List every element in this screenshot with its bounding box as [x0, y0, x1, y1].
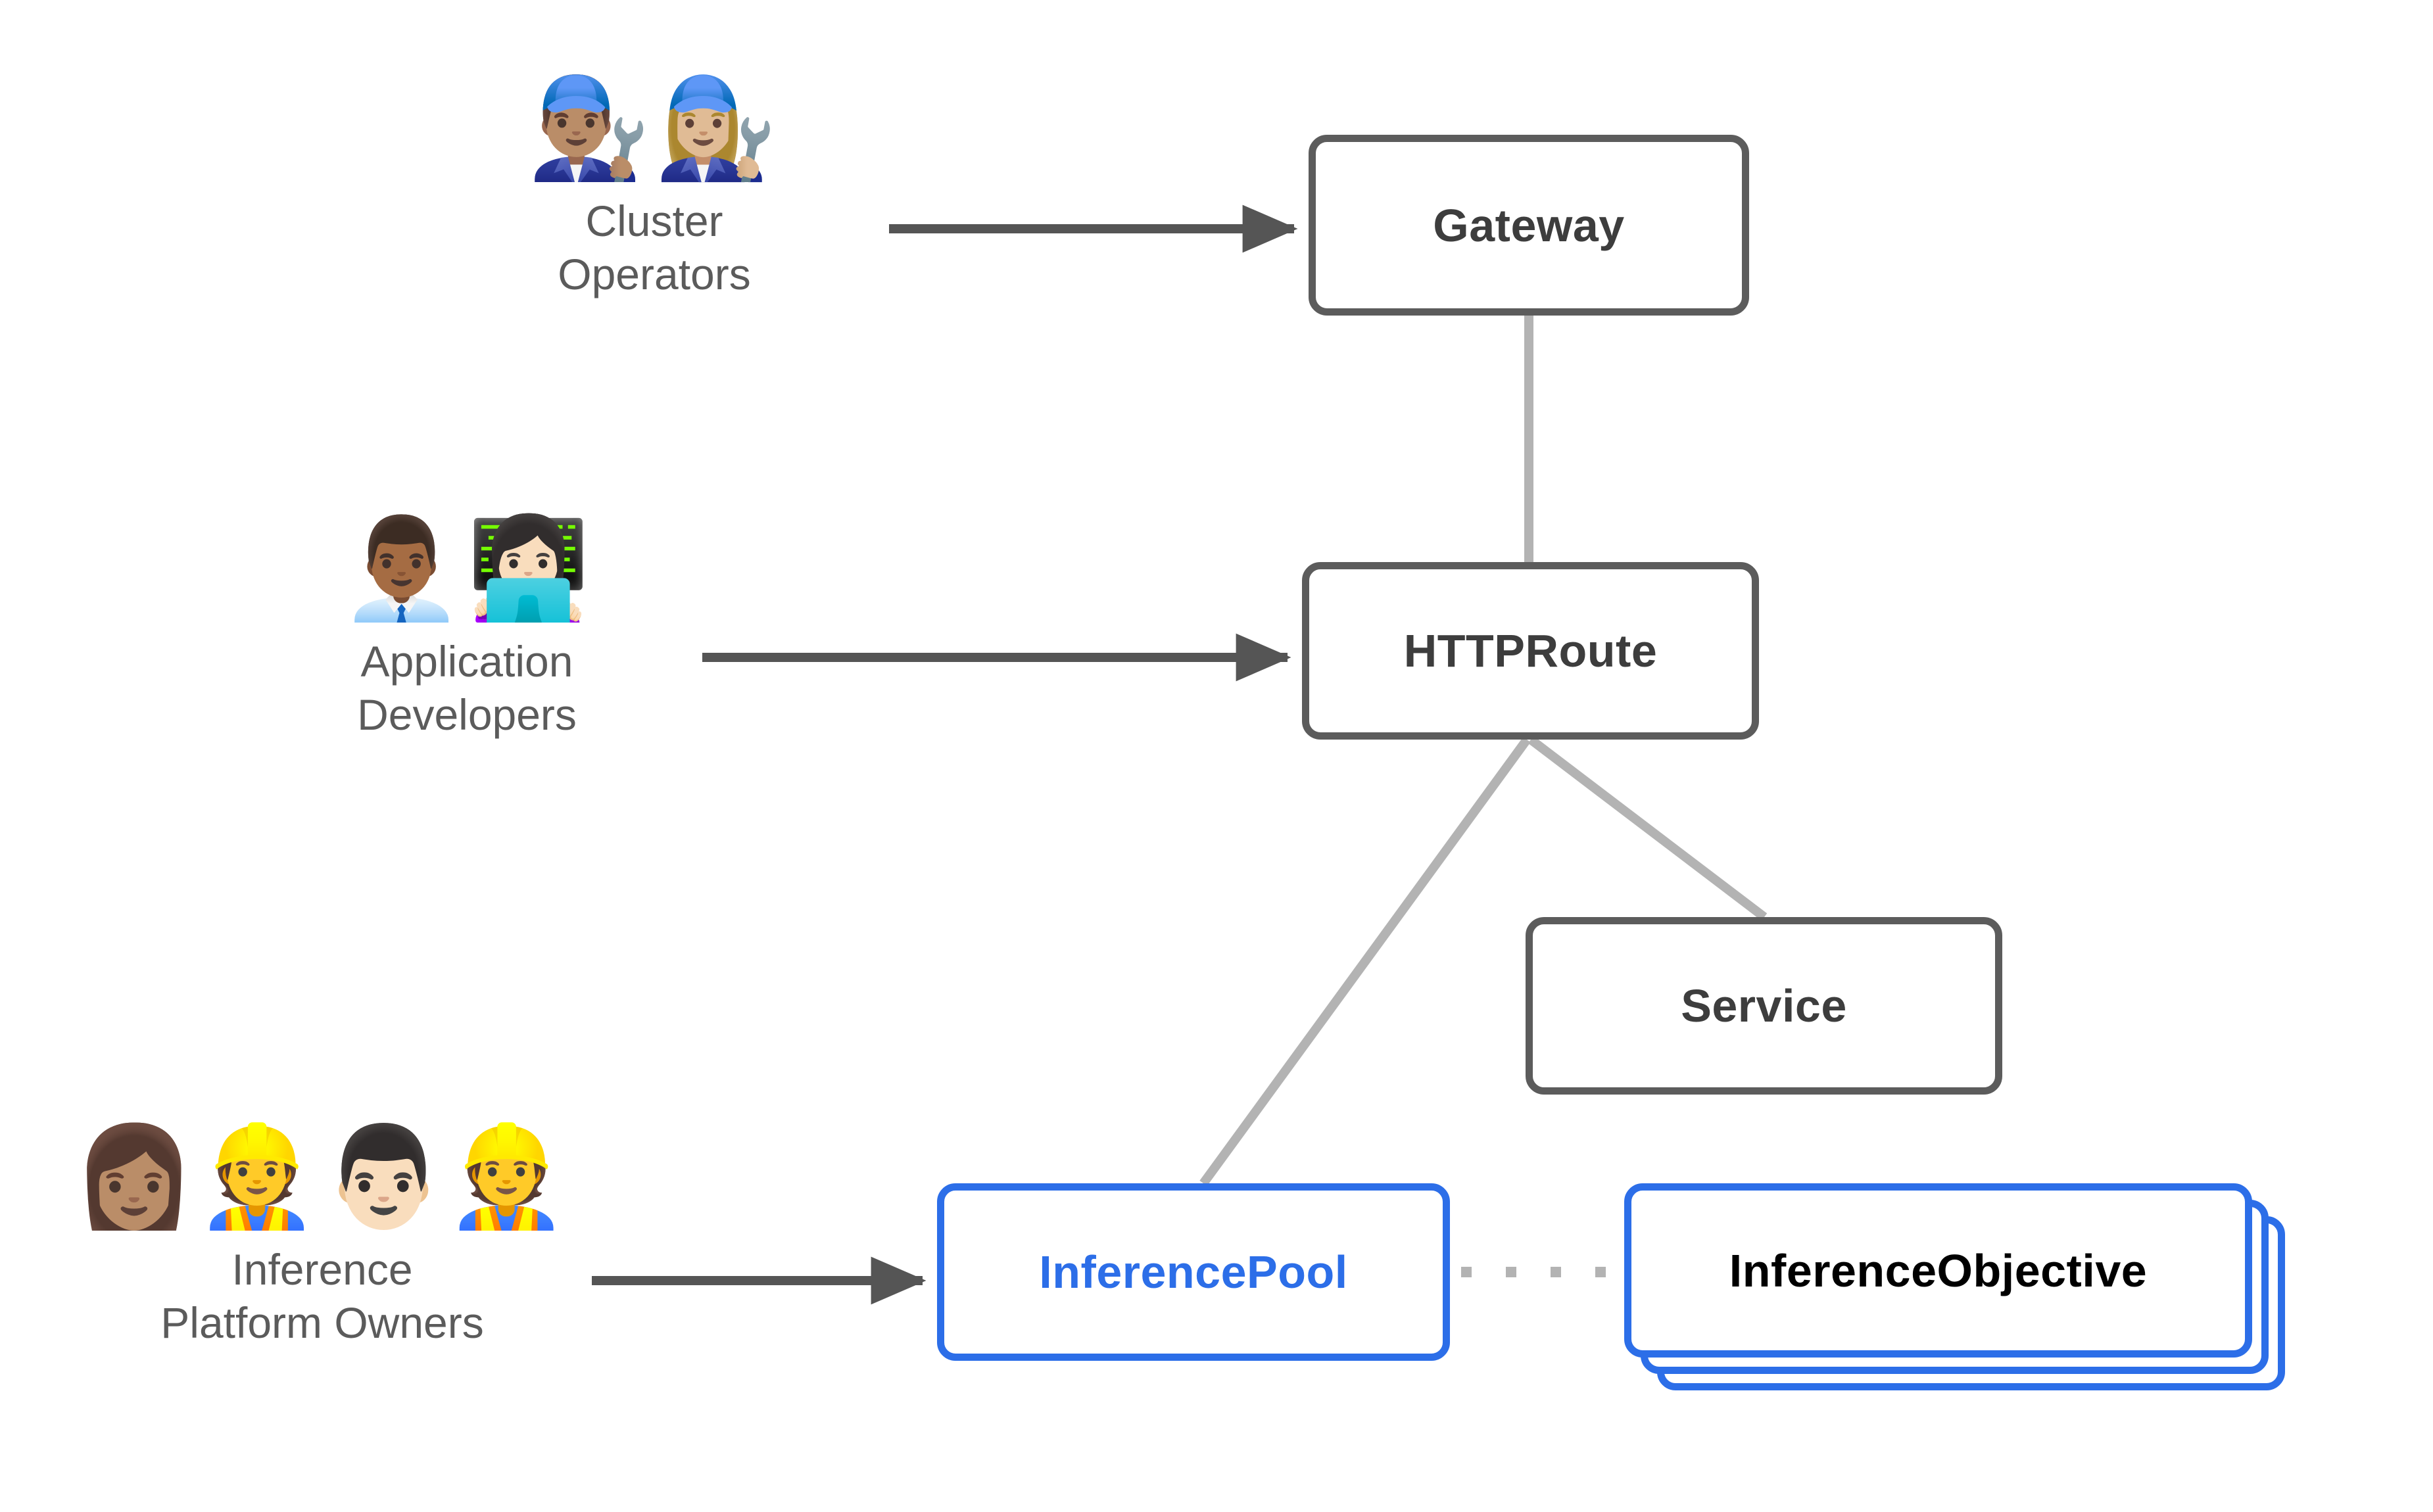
application-developers-label: Application Developers — [357, 637, 577, 739]
node-gateway[interactable]: Gateway — [1309, 135, 1749, 316]
actor-cluster-operators: 👨🏽‍🔧👩🏼‍🔧 Cluster Operators — [500, 79, 809, 300]
node-inferenceobjective-stack[interactable]: InferenceObjective — [1624, 1183, 2288, 1394]
node-inferenceobjective-label: InferenceObjective — [1729, 1244, 2148, 1296]
node-inferenceobjective[interactable]: InferenceObjective — [1624, 1183, 2252, 1358]
node-inferencepool-label: InferencePool — [1039, 1246, 1348, 1298]
node-service[interactable]: Service — [1526, 917, 2002, 1095]
node-service-label: Service — [1681, 980, 1847, 1031]
edge-httproute-service — [1528, 736, 1768, 921]
node-httproute-label: HTTPRoute — [1403, 625, 1658, 676]
node-inferencepool[interactable]: InferencePool — [937, 1183, 1450, 1361]
actor-application-developers: 👨🏾‍💼👩🏻‍💻 Application Developers — [302, 519, 631, 741]
actor-inference-platform-owners: 👩🏽‍👷👨🏻‍👷 Inference Platform Owners — [72, 1127, 567, 1349]
application-developers-emoji-icons: 👨🏾‍💼👩🏻‍💻 — [340, 511, 594, 626]
edge-httproute-inferencepool — [1199, 736, 1531, 1187]
inference-platform-owners-emoji-icons: 👩🏽‍👷👨🏻‍👷 — [72, 1120, 572, 1234]
inference-platform-owners-label: Inference Platform Owners — [160, 1245, 484, 1347]
node-gateway-label: Gateway — [1433, 199, 1625, 251]
cluster-operators-label: Cluster Operators — [558, 197, 751, 298]
cluster-operators-emoji-icons: 👨🏽‍🔧👩🏼‍🔧 — [527, 71, 781, 185]
node-httproute[interactable]: HTTPRoute — [1302, 562, 1759, 740]
